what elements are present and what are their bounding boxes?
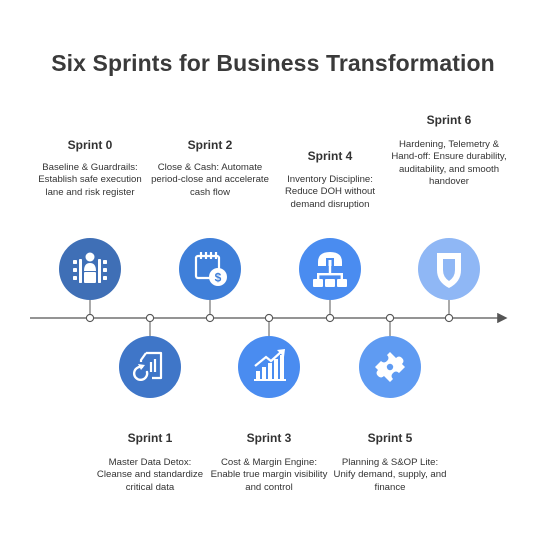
bar-chart-growth-icon [238, 336, 300, 398]
sprint-5-description: Planning & S&OP Lite: Unify demand, supp… [333, 457, 447, 493]
timeline-dot-sprint-3 [264, 313, 274, 323]
puzzle-icon [359, 336, 421, 398]
sprint-6-title: Sprint 6 [426, 113, 472, 127]
sprint-2-icon-circle [179, 238, 241, 300]
data-refresh-icon [119, 336, 181, 398]
calendar-dollar-icon: $ [179, 238, 241, 300]
sprint-4-title: Sprint 4 [307, 149, 353, 163]
diagram-title: Six Sprints for Business Transformation [51, 50, 495, 76]
sprint-3-description: Cost & Margin Engine: Enable true margin… [210, 457, 328, 493]
timeline-dot-sprint-5 [385, 313, 395, 323]
timeline-dot-sprint-4 [325, 313, 335, 323]
warehouse-network-icon [299, 238, 361, 300]
meeting-table-icon [59, 238, 121, 300]
sprint-2-title: Sprint 2 [187, 138, 233, 152]
timeline-dot-sprint-1 [145, 313, 155, 323]
svg-text:$: $ [215, 271, 222, 285]
sprint-6-description: Hardening, Telemetry & Hand-off: Ensure … [391, 139, 507, 188]
sprint-0-title: Sprint 0 [67, 138, 113, 152]
sprint-1-description: Master Data Detox: Cleanse and standardi… [96, 457, 204, 493]
sprint-3-title: Sprint 3 [246, 431, 292, 445]
sprint-4-description: Inventory Discipline: Reduce DOH without… [284, 174, 376, 210]
sprint-0-description: Baseline & Guardrails: Establish safe ex… [38, 162, 142, 198]
sprint-2-description: Close & Cash: Automate period-close and … [151, 162, 269, 198]
timeline-dot-sprint-0 [85, 313, 95, 323]
timeline-dot-sprint-2 [205, 313, 215, 323]
sprint-1-title: Sprint 1 [127, 431, 173, 445]
shield-icon [418, 238, 480, 300]
sprint-5-title: Sprint 5 [367, 431, 413, 445]
timeline-dot-sprint-6 [444, 313, 454, 323]
